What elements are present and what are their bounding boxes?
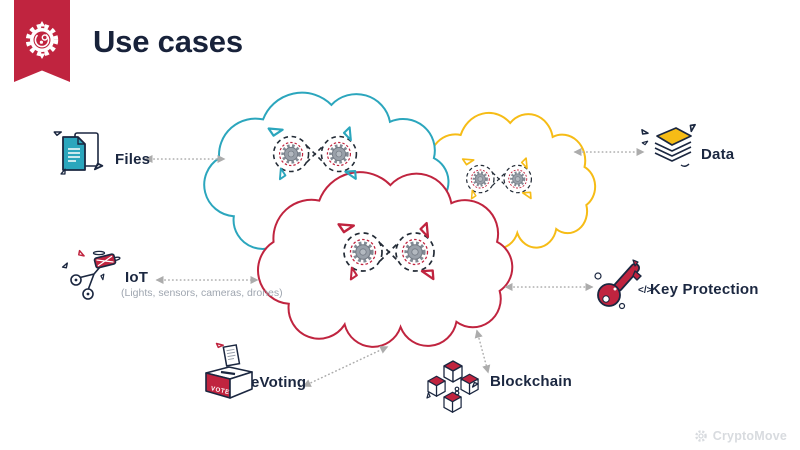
blockchain-label: Blockchain bbox=[490, 373, 573, 390]
files-icon bbox=[52, 128, 104, 176]
iot-label: IoT bbox=[125, 269, 149, 286]
key-protection-label: Key Protection bbox=[650, 281, 759, 298]
vote-text: VOTE bbox=[210, 385, 230, 396]
key-code-glyph: </> bbox=[638, 285, 653, 296]
iot-drone-icon bbox=[61, 249, 121, 300]
ballot-box-icon: VOTE bbox=[205, 340, 253, 399]
evoting-label: eVoting bbox=[251, 374, 307, 391]
iot-sublabel: (Lights, sensors, cameras, drones) bbox=[121, 287, 283, 299]
brand-name: CryptoMove bbox=[712, 429, 787, 443]
gear-icon bbox=[694, 430, 707, 442]
brand-ribbon bbox=[14, 0, 70, 82]
data-stack-icon bbox=[639, 122, 698, 167]
gear-logo-icon bbox=[25, 21, 59, 59]
blockchain-cubes-icon bbox=[424, 360, 479, 413]
files-label: Files bbox=[115, 151, 151, 168]
connector-blockchain bbox=[474, 329, 491, 374]
data-label: Data bbox=[701, 146, 735, 163]
brand-logo: CryptoMove bbox=[694, 429, 787, 443]
connector-evoting bbox=[302, 346, 389, 387]
key-protection-icon: </> bbox=[594, 259, 653, 310]
page-title: Use cases bbox=[93, 24, 243, 59]
